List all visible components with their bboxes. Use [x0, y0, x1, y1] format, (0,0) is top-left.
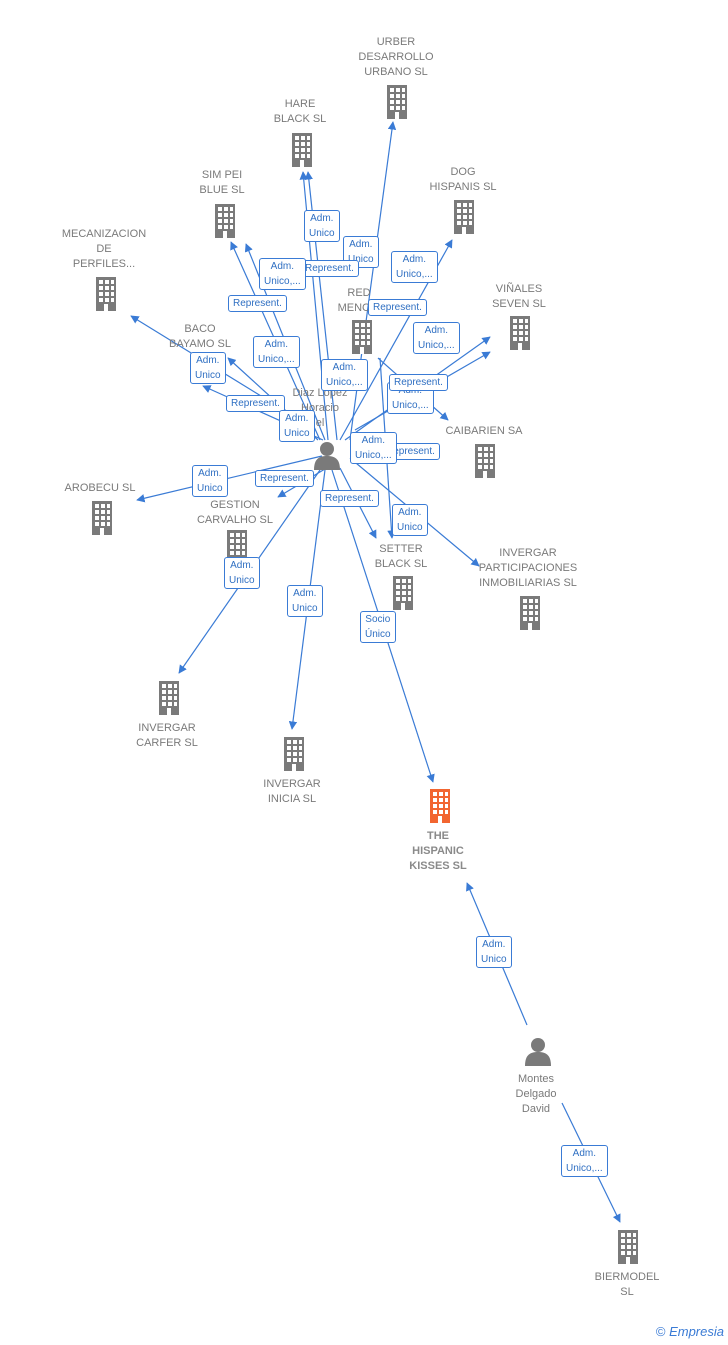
edge-label[interactable]: Adm. Unico,...: [413, 322, 460, 354]
edge-label[interactable]: Represent.: [320, 490, 379, 507]
edge-label[interactable]: Adm. Unico: [476, 936, 512, 968]
edge-label[interactable]: Represent.: [255, 470, 314, 487]
footer-brand: © Empresia: [656, 1324, 724, 1339]
edge-label[interactable]: Socio Único: [360, 611, 396, 643]
edge-label[interactable]: Represent.: [226, 395, 285, 412]
edge-line: [136, 455, 323, 503]
node-label-baco[interactable]: BACO BAYAMO SL: [169, 323, 231, 350]
node-label-mecanizacion[interactable]: MECANIZACION DE PERFILES...: [61, 228, 147, 270]
company-icon: [475, 444, 495, 478]
node-label-simpei[interactable]: SIM PEI BLUE SL: [199, 169, 245, 196]
node-label-biermodel[interactable]: BIERMODEL SL: [594, 1271, 660, 1298]
company-icon: [96, 277, 116, 311]
edge-label[interactable]: Adm. Unico: [224, 557, 260, 589]
edge-label[interactable]: Represent.: [389, 374, 448, 391]
edge-label[interactable]: Represent.: [368, 299, 427, 316]
company-icon: [92, 501, 112, 535]
company-icon: [159, 681, 179, 715]
company-icon: [393, 576, 413, 610]
edge-label[interactable]: Adm. Unico: [392, 504, 428, 536]
company-icon: [618, 1230, 638, 1264]
copyright-symbol: ©: [655, 1324, 666, 1339]
node-label-setter[interactable]: SETTER BLACK SL: [374, 543, 428, 570]
node-label-caibarien[interactable]: CAIBARIEN SA: [445, 425, 523, 437]
edge-label[interactable]: Adm. Unico,...: [321, 359, 368, 391]
company-icon: [284, 737, 304, 771]
edge-label[interactable]: Represent.: [300, 260, 359, 277]
node-label-invergar-participaciones[interactable]: INVERGAR PARTICIPACIONES INMOBILIARIAS S…: [478, 547, 578, 589]
edge-label[interactable]: Adm. Unico,...: [391, 251, 438, 283]
node-label-gestion[interactable]: GESTION CARVALHO SL: [196, 499, 274, 526]
company-icon: [510, 316, 530, 350]
person-icon: [525, 1038, 551, 1066]
node-label-dog[interactable]: DOG HISPANIS SL: [429, 166, 497, 193]
node-label-montes[interactable]: Montes Delgado David: [515, 1073, 557, 1115]
company-icon: [387, 85, 407, 119]
edge-label[interactable]: Adm. Unico,...: [561, 1145, 608, 1177]
edge-label[interactable]: Adm. Unico: [304, 210, 340, 242]
node-label-hispanic[interactable]: THE HISPANIC KISSES SL: [409, 830, 467, 872]
node-label-invergar-carfer[interactable]: INVERGAR CARFER SL: [136, 722, 198, 749]
brand-logo[interactable]: Empresia: [669, 1324, 724, 1339]
edge-label[interactable]: Adm. Unico: [190, 352, 226, 384]
edge-label[interactable]: Adm. Unico,...: [259, 258, 306, 290]
edge-label[interactable]: Adm. Unico: [279, 410, 315, 442]
node-label-hare[interactable]: HARE BLACK SL: [273, 98, 327, 125]
node-label-arobecu[interactable]: AROBECU SL: [64, 482, 136, 494]
edge-label[interactable]: Adm. Unico,...: [350, 432, 397, 464]
node-label-diaz[interactable]: Diaz Lopez Horacio el: [292, 387, 348, 429]
company-icon: [454, 200, 474, 234]
person-icon: [314, 442, 340, 470]
edge-label[interactable]: Adm. Unico: [287, 585, 323, 617]
company-icon: [520, 596, 540, 630]
node-label-invergar-inicia[interactable]: INVERGAR INICIA SL: [263, 778, 321, 805]
edge-label[interactable]: Adm. Unico: [192, 465, 228, 497]
company-icon: [352, 320, 372, 354]
company-icon: [430, 789, 450, 823]
edge-label[interactable]: Adm. Unico,...: [253, 336, 300, 368]
company-icon: [292, 133, 312, 167]
edge-label[interactable]: Represent.: [228, 295, 287, 312]
node-label-vinales[interactable]: VIÑALES SEVEN SL: [492, 283, 546, 310]
node-label-urber[interactable]: URBER DESARROLLO URBANO SL: [358, 36, 434, 78]
company-icon: [215, 204, 235, 238]
